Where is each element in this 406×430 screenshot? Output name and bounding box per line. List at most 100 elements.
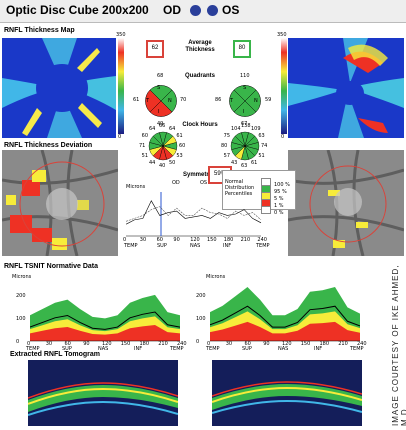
colorbar-os: [281, 38, 287, 134]
tsnit-xnum: 150: [300, 341, 311, 347]
tsnit-ytick: 0: [16, 339, 20, 345]
thickness-map-label: RNFL Thickness Map: [4, 27, 75, 34]
tsnit-ytick: 200: [16, 293, 26, 299]
colorbar-min-od: 0: [118, 134, 122, 140]
tsnit-xnum: 180: [319, 341, 330, 347]
tsnit-ytick: 0: [196, 339, 200, 345]
symmetry-xnum: 240: [257, 237, 267, 243]
tsnit-line: [30, 311, 180, 330]
tsnit-xnum: 150: [120, 341, 131, 347]
symmetry-value: 59%: [213, 171, 226, 177]
tsnit-xnum: 30: [45, 341, 53, 347]
tsnit-od-ylabel: Microns: [12, 274, 32, 280]
thickness-map-os: [288, 38, 404, 138]
os-eye-icon[interactable]: [207, 5, 218, 16]
colorbar-od: [118, 38, 124, 134]
q-os-top: 110: [240, 73, 250, 79]
q-os-bottom: 67: [241, 121, 248, 127]
q-os-left: 86: [215, 97, 222, 103]
q-od-t: T: [146, 98, 150, 104]
symmetry-xnum: 180: [223, 237, 234, 243]
clock-od-label: 51: [141, 153, 149, 159]
symmetry-xnum: 0: [123, 237, 127, 243]
clock-os-slice: [234, 132, 246, 147]
deviation-image-os: [288, 150, 404, 256]
tsnit-xnum: 210: [338, 341, 348, 347]
clock-od-label: 53: [176, 153, 183, 159]
clock-os-label: 104: [231, 125, 241, 132]
tsnit-xnum: 60: [64, 341, 71, 347]
quadrants-label: Quadrants: [184, 73, 215, 79]
tsnit-ytick: 100: [16, 316, 26, 322]
q-od-top: 68: [157, 73, 164, 79]
legend-label: 0 %: [274, 210, 284, 216]
clock-os-label: 138: [241, 123, 251, 129]
clock-os-label: 43: [231, 160, 238, 167]
clock-od-label: 60: [141, 133, 149, 139]
tsnit-red: [210, 321, 360, 341]
clock-os-label: 80: [221, 143, 228, 149]
symmetry-xtick: INF: [223, 243, 232, 249]
symmetry-chart: [126, 192, 262, 237]
symmetry-ylabel: Microns: [126, 184, 146, 190]
clock-od-label: 40: [159, 163, 166, 169]
quadrants-os-chart: [229, 85, 261, 117]
quadrants-od-chart: [145, 85, 177, 117]
tomogram-label: Extracted RNFL Tomogram: [10, 351, 100, 358]
tsnit-xnum: 210: [158, 341, 168, 347]
tsnit-chart-os: [210, 287, 360, 342]
clock-od-label: 64: [169, 125, 176, 132]
tsnit-chart-od: [30, 294, 180, 342]
tsnit-xnum: 0: [207, 341, 211, 347]
page-title: Optic Disc Cube 200x200: [6, 3, 149, 17]
clock-os-label: 63: [258, 133, 265, 139]
clock-os-label: 74: [261, 143, 268, 149]
legend-item: 0 %: [261, 201, 284, 219]
os-label[interactable]: OS: [222, 3, 240, 17]
symmetry-label: Symmetry: [183, 172, 213, 178]
clock-od-slice: [152, 132, 164, 147]
clock-os-chart: [230, 131, 260, 161]
tsnit-red: [30, 325, 180, 341]
clock-od-label: 44: [149, 160, 156, 167]
od-eye-icon[interactable]: [190, 5, 201, 16]
tsnit-xnum: 180: [139, 341, 150, 347]
header-bar: [0, 0, 406, 23]
tsnit-xnum: 90: [83, 341, 90, 347]
legend-swatch: [261, 205, 271, 214]
od-label[interactable]: OD: [163, 3, 181, 17]
q-os-n: N: [254, 98, 258, 104]
symmetry-xtick: TEMP: [256, 243, 270, 249]
deviation-label: RNFL Thickness Deviation: [4, 142, 93, 149]
symmetry-xnum: 120: [190, 237, 200, 243]
q-od-s: S: [157, 85, 161, 91]
symmetry-xnum: 150: [207, 237, 217, 243]
q-od-i: I: [158, 109, 160, 115]
tsnit-xtick: INF: [134, 346, 143, 352]
clock-os-label: 61: [251, 160, 258, 167]
symmetry-xtick: TEMP: [124, 243, 138, 249]
tsnit-ytick: 100: [196, 316, 206, 322]
symmetry-legend-os: OS: [200, 180, 208, 186]
average-thickness-label: Average Thickness: [185, 40, 215, 53]
q-os-i: I: [243, 109, 245, 115]
clock-od-label: 64: [149, 125, 156, 132]
q-os-t: T: [230, 98, 234, 104]
colorbar-min-os: 0: [281, 134, 285, 140]
symmetry-xnum: 30: [139, 237, 147, 243]
tsnit-xtick: TEMP: [206, 346, 220, 352]
clock-hours-label: Clock Hours: [182, 122, 218, 128]
tsnit-xtick: NAS: [278, 346, 289, 352]
symmetry-xnum: 60: [156, 237, 163, 243]
tsnit-xtick: TEMP: [26, 346, 40, 352]
clock-od-label: 61: [176, 133, 183, 139]
clock-os-label: 51: [258, 153, 265, 159]
tomogram-os: [212, 360, 362, 426]
symmetry-xtick: SUP: [157, 243, 167, 249]
tsnit-xnum: 60: [244, 341, 251, 347]
symmetry-xnum: 210: [240, 237, 251, 243]
symmetry-xtick: NAS: [190, 243, 201, 249]
tsnit-xnum: 240: [177, 341, 187, 347]
symmetry-legend-od: OD: [172, 180, 180, 186]
deviation-image-od: [2, 150, 118, 256]
